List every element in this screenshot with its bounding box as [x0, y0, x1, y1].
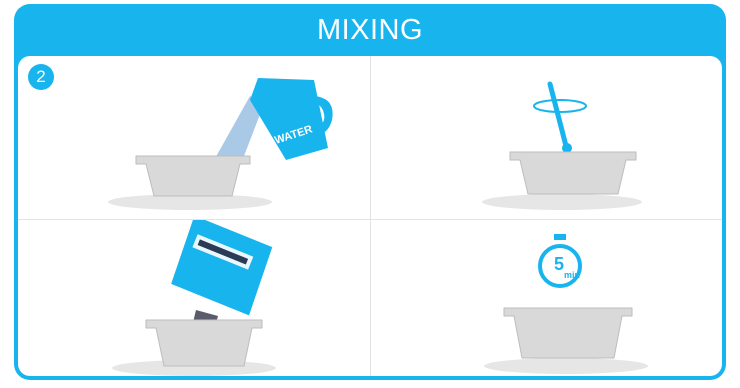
panel-pour-water: WATER [18, 56, 370, 216]
bowl-icon [504, 308, 632, 358]
timer-unit: min [564, 270, 580, 280]
powder-bag-icon [167, 220, 276, 315]
stirrer-rod [550, 84, 566, 146]
bowl-icon [510, 152, 636, 194]
stopwatch-icon: 5 min [540, 234, 580, 286]
bowl-shadow [482, 194, 642, 210]
swirl-icon [534, 100, 586, 112]
timer-minutes: 5 [554, 254, 564, 274]
bowl-shadow [484, 358, 648, 374]
bowl-icon [146, 320, 262, 366]
steps-grid: WATER [18, 56, 722, 376]
panel-add-powder [18, 220, 370, 376]
bowl-icon [136, 156, 250, 196]
panel-timer: 5 min [370, 220, 722, 376]
section-title: MIXING [14, 4, 726, 56]
water-jug-icon: WATER [250, 78, 333, 160]
mixing-card: MIXING WATER [14, 4, 726, 380]
step-number-badge: 2 [28, 64, 54, 90]
panel-stir [370, 56, 722, 216]
